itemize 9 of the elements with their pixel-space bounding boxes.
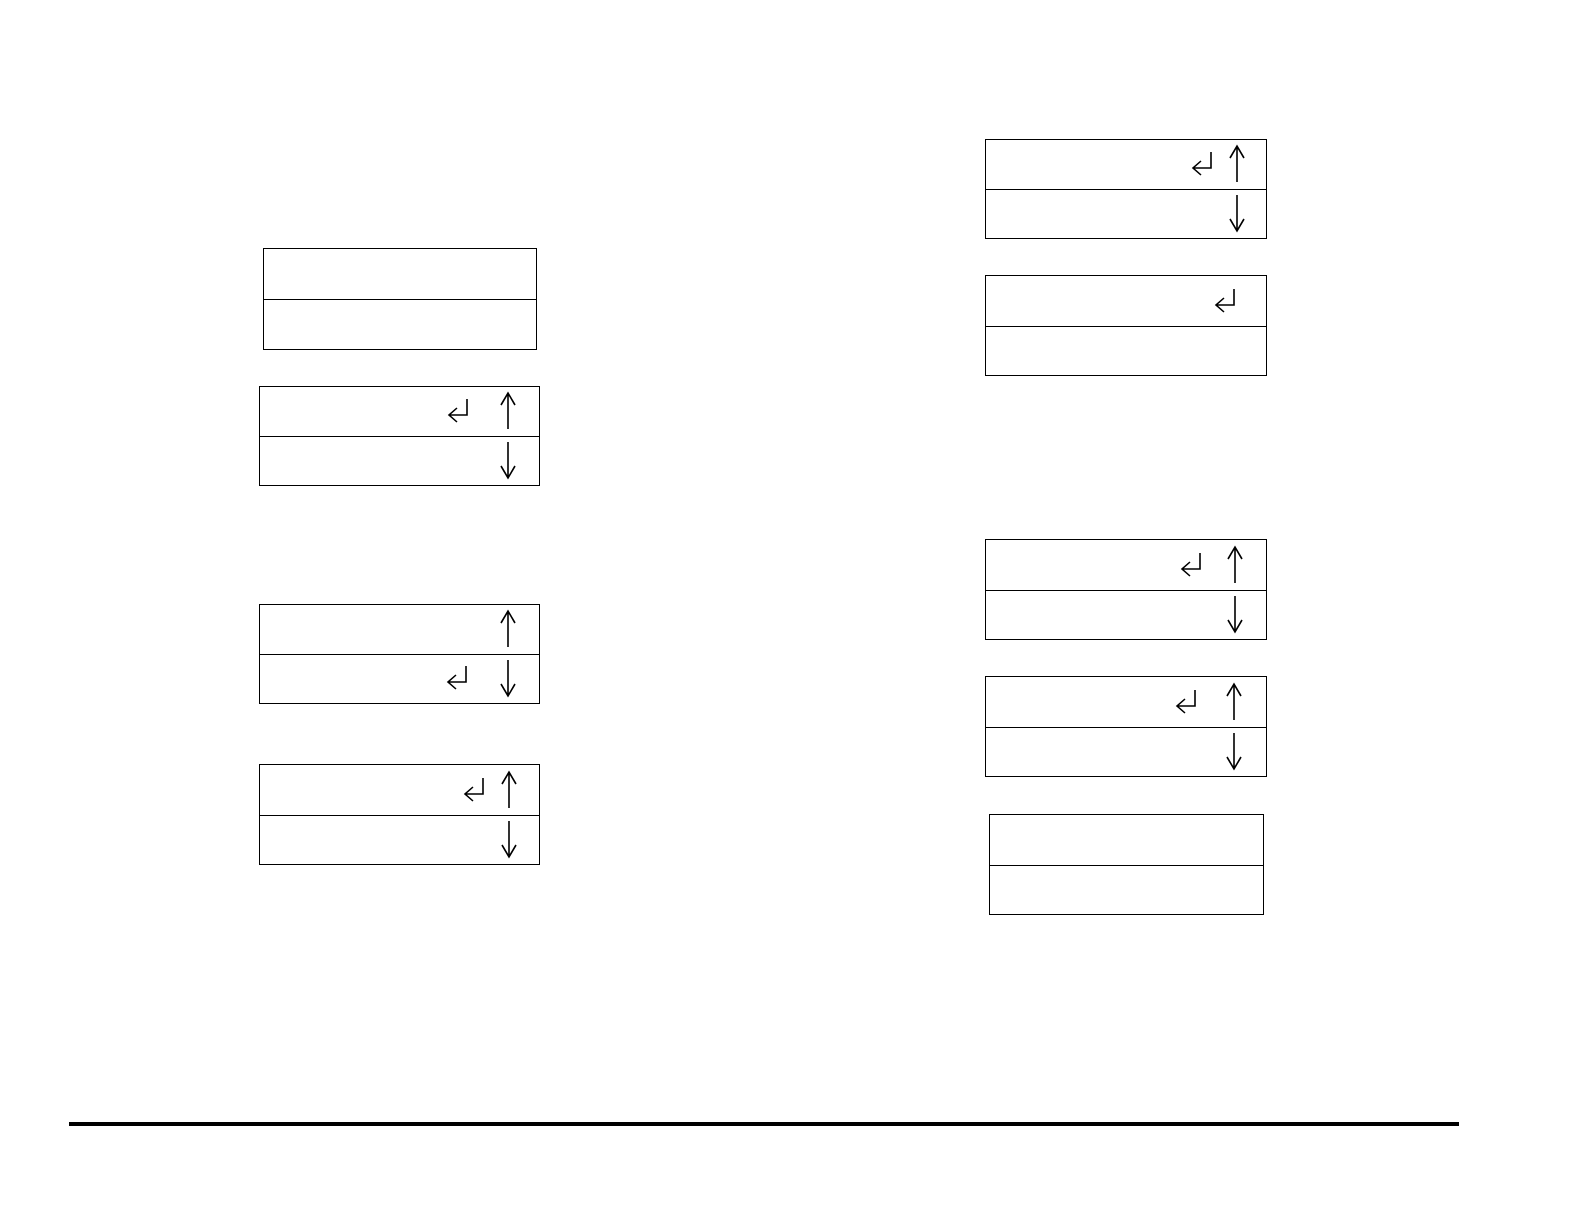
display-panel (259, 604, 540, 704)
display-panel (985, 676, 1267, 777)
display-panel (985, 539, 1267, 640)
display-panel (989, 814, 1264, 915)
display-panel (985, 139, 1267, 239)
display-panel (985, 275, 1267, 376)
display-panel (263, 248, 537, 350)
display-panel (259, 386, 540, 486)
display-panel (259, 764, 540, 865)
